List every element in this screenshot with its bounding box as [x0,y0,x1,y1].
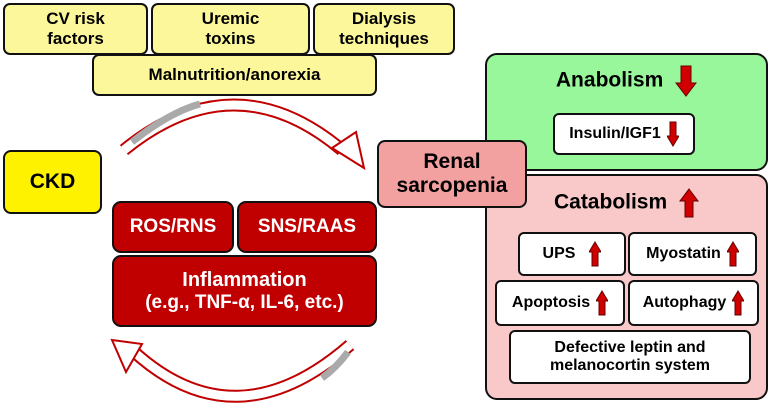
dialysis-techniques-box: Dialysis techniques [313,3,455,55]
catabolism-panel: Catabolism UPS Myostatin Apoptosis Autop… [485,174,768,400]
autophagy-box: Autophagy [628,280,759,326]
bottom-curved-arrow [110,338,355,403]
inflammation-box: Inflammation (e.g., TNF-α, IL-6, etc.) [112,255,377,327]
uremic-toxins-box: Uremic toxins [151,3,310,55]
up-arrow-icon [589,241,602,267]
up-arrow-icon [726,241,739,267]
top-curved-arrow [119,98,366,171]
up-arrow-icon [679,188,700,218]
catabolism-title: Catabolism [487,188,766,218]
ckd-box: CKD [3,150,102,214]
anabolism-title: Anabolism [487,65,766,97]
up-arrow-icon [732,290,745,316]
ros-rns-box: ROS/RNS [112,201,234,253]
anabolism-panel: Anabolism Insulin/IGF1 [485,53,768,171]
cv-risk-factors-box: CV risk factors [3,3,148,55]
renal-sarcopenia-box: Renal sarcopenia [377,140,527,208]
down-arrow-icon [675,65,698,97]
apoptosis-box: Apoptosis [495,280,625,326]
up-arrow-icon [596,290,609,316]
inflammation-examples: (e.g., TNF-α, IL-6, etc.) [145,291,344,313]
ups-box: UPS [518,232,626,276]
inflammation-title: Inflammation [182,268,307,291]
myostatin-box: Myostatin [628,232,757,276]
down-arrow-icon [666,121,679,147]
sns-raas-box: SNS/RAAS [237,201,377,253]
leptin-melanocortin-box: Defective leptin and melanocortin system [509,330,751,384]
malnutrition-box: Malnutrition/anorexia [92,54,377,96]
insulin-igf1-box: Insulin/IGF1 [553,113,695,155]
